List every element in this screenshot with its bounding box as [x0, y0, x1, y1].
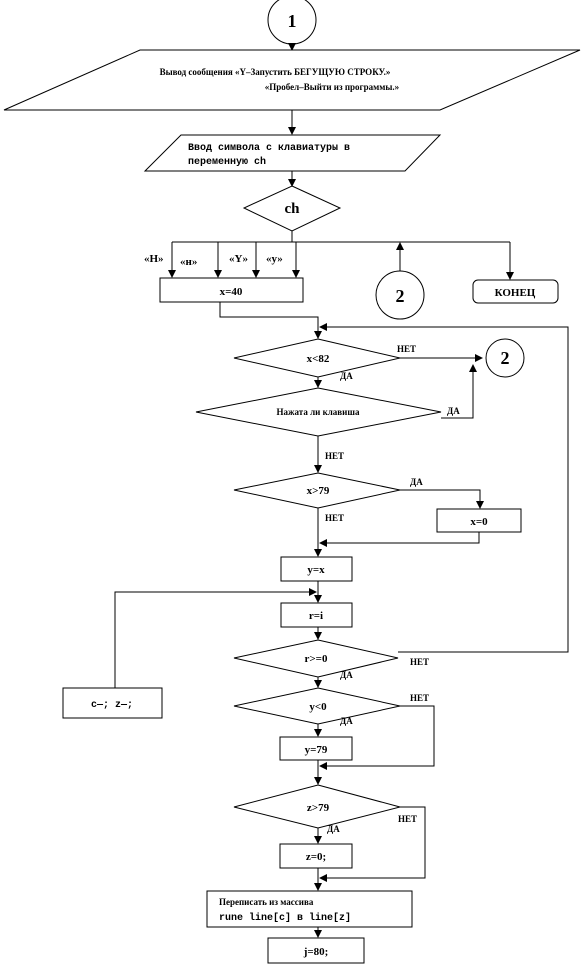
init-x-label: x=40	[220, 286, 243, 298]
branch-no-2: НЕТ	[325, 451, 344, 461]
decision-x-lt-82-label: x<82	[307, 353, 330, 365]
output-message-block	[3, 49, 581, 111]
branch-yes-5: ДА	[340, 716, 353, 726]
copy-array-line2: rune line[c] в line[z]	[219, 912, 351, 924]
case-label-n: «н»	[180, 256, 197, 268]
decision-key-pressed-label: Нажата ли клавиша	[277, 407, 360, 417]
decrement-cz-block	[62, 687, 163, 719]
assign-j-80-block	[267, 937, 365, 964]
assign-r-i-label: r=i	[309, 610, 323, 622]
branch-yes-6: ДА	[327, 824, 340, 834]
branch-yes-2: ДА	[447, 406, 460, 416]
branch-no-1: НЕТ	[397, 344, 416, 354]
assign-z-0-label: z=0;	[306, 851, 326, 863]
connector-start-label: 1	[288, 11, 297, 31]
connector-2-mid-label: 2	[396, 286, 405, 306]
connector-2-right	[485, 338, 525, 378]
assign-z-0-block	[279, 843, 353, 869]
input-line2: переменную ch	[188, 156, 266, 168]
branch-no-3: НЕТ	[325, 513, 344, 523]
init-x-block	[159, 277, 304, 303]
assign-r-i-block	[280, 602, 353, 628]
end-label: КОНЕЦ	[495, 287, 536, 299]
branch-no-5: НЕТ	[410, 693, 429, 703]
branch-yes-3: ДА	[410, 477, 423, 487]
output-message-line1: Вывод сообщения «Y–Запустить БЕГУЩУЮ СТР…	[160, 67, 391, 77]
case-label-Y: «Y»	[229, 253, 248, 265]
branch-no-4: НЕТ	[410, 657, 429, 667]
assign-y-79-label: y=79	[305, 744, 328, 756]
switch-ch-label: ch	[285, 201, 301, 217]
connector-2-right-label: 2	[501, 348, 510, 368]
input-line1: Ввод символа с клавиатуры в	[188, 143, 350, 154]
case-label-y: «у»	[266, 253, 283, 265]
connector-2-mid	[375, 270, 425, 320]
branch-no-6: НЕТ	[398, 814, 417, 824]
branch-yes-1: ДА	[340, 371, 353, 381]
end-terminator	[472, 279, 559, 304]
decision-r-ge-0-label: r>=0	[305, 653, 328, 665]
input-block	[143, 134, 442, 172]
assign-y-79-block	[279, 736, 353, 761]
decision-x-gt-79-label: x>79	[307, 485, 330, 497]
copy-array-block	[206, 890, 413, 928]
case-label-H: «Н»	[144, 253, 164, 265]
output-message-line2: «Пробел–Выйти из программы.»	[265, 82, 400, 92]
branch-yes-4: ДА	[340, 670, 353, 680]
assign-j-80-label: j=80;	[303, 946, 329, 958]
copy-array-line1: Переписать из массива	[219, 897, 314, 907]
reset-x-label: x=0	[470, 516, 488, 528]
decision-z-gt-79-label: z>79	[307, 802, 330, 814]
decision-y-lt-0-label: y<0	[309, 701, 327, 713]
assign-y-x-block	[280, 556, 353, 582]
decrement-cz-label: с—; z—;	[91, 700, 133, 711]
assign-y-x-label: y=x	[307, 564, 325, 576]
